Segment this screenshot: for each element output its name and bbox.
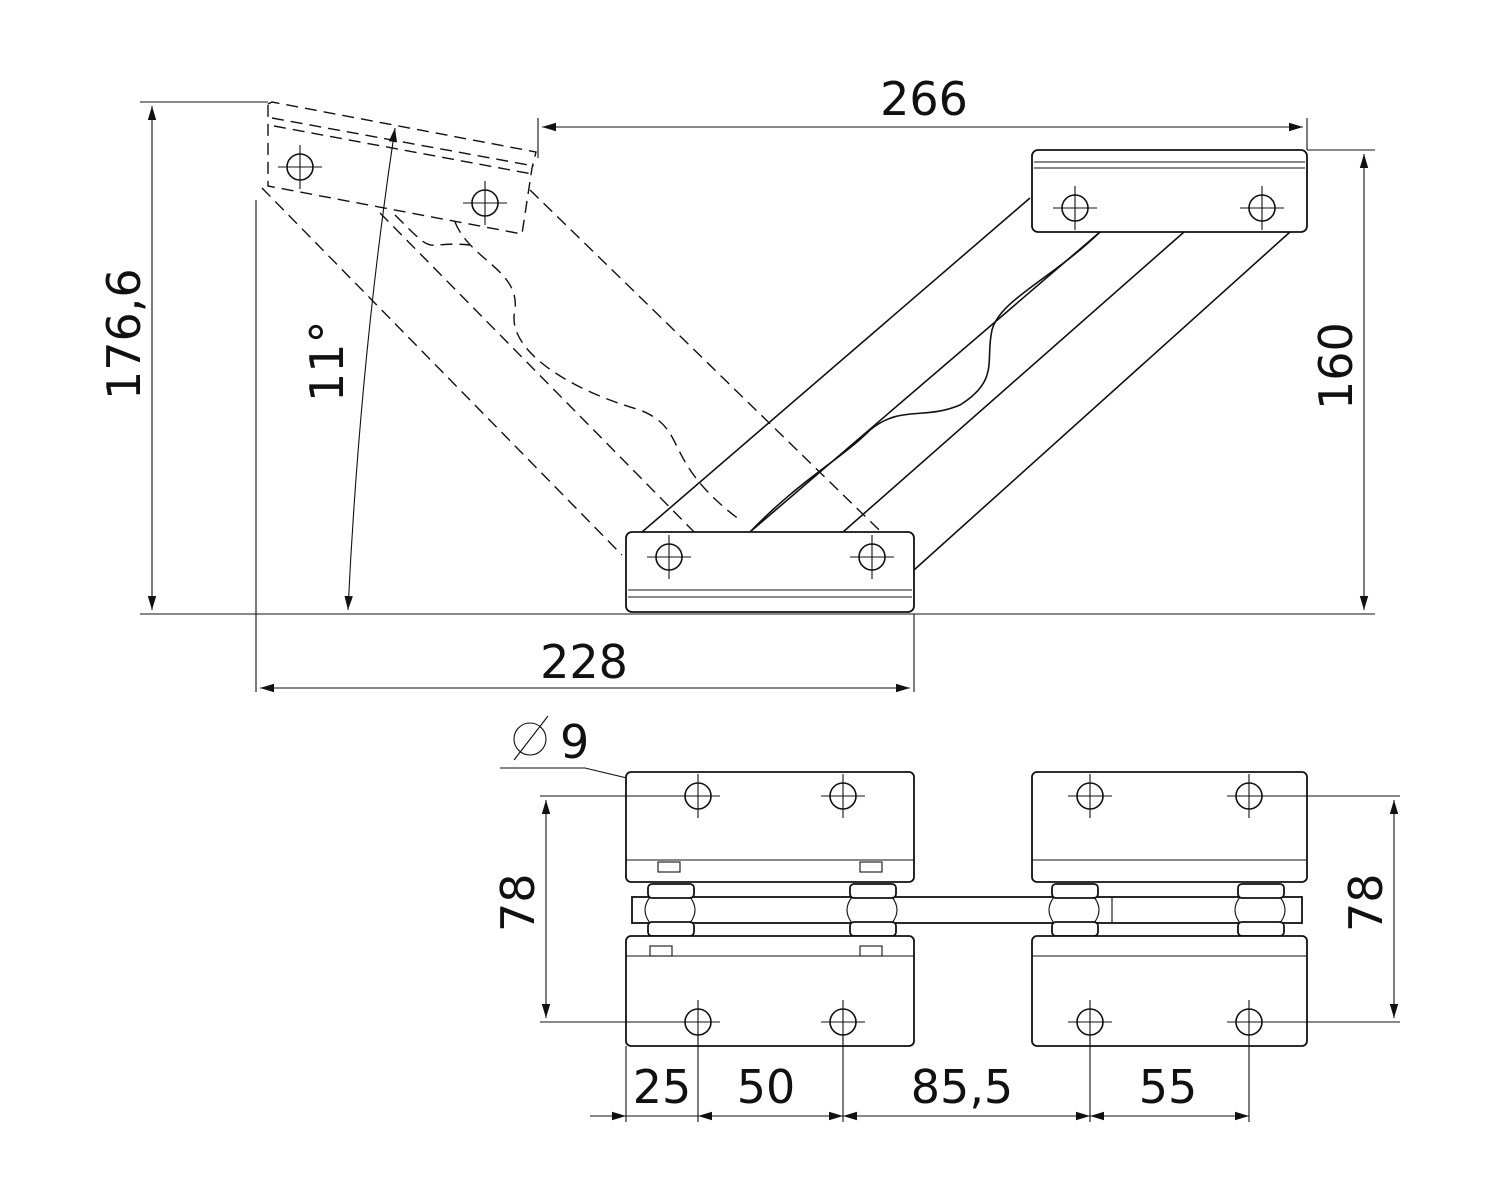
upper-plate-open-position [261, 101, 911, 561]
side-view: 176,6 11° 266 160 228 [97, 72, 1375, 693]
upper-plate-closed [1031, 149, 1308, 233]
dim-hole-chain: 25 50 85,5 55 [590, 1034, 1250, 1122]
dim-hole-diameter-label: 9 [560, 715, 589, 769]
dim-hole-spacing-right-label: 55 [1139, 1060, 1198, 1114]
dim-plate-width-right-label: 78 [1339, 873, 1393, 932]
dim-overall-height: 176,6 [97, 101, 268, 610]
dim-base-length-label: 228 [540, 635, 628, 689]
dim-hole-spacing-center-label: 85,5 [911, 1060, 1013, 1114]
dim-closed-height-label: 160 [1309, 322, 1363, 410]
dim-hole-spacing-left-label: 50 [737, 1060, 796, 1114]
center-linkage [631, 883, 1303, 937]
dim-plate-width-left: 78 [491, 795, 698, 1023]
right-lower-plate [1031, 935, 1308, 1047]
dim-closed-height: 160 [1307, 149, 1375, 610]
dim-top-length-label: 266 [880, 72, 968, 126]
left-upper-plate [625, 771, 915, 883]
dim-opening-angle: 11° [255, 127, 398, 692]
hinge-arms [641, 197, 1291, 571]
dim-opening-angle-label: 11° [300, 320, 354, 402]
dim-overall-height-label: 176,6 [97, 268, 151, 400]
dim-plate-width-left-label: 78 [491, 873, 545, 932]
top-view: 9 [491, 715, 1400, 1122]
dim-base-length: 228 [260, 614, 915, 693]
dim-top-length: 266 [537, 72, 1308, 158]
dim-offset-edge-hole-label: 25 [633, 1060, 692, 1114]
left-lower-plate [625, 935, 915, 1047]
base-plate [625, 531, 915, 613]
dim-hole-diameter: 9 [500, 715, 746, 809]
dim-plate-width-right: 78 [1249, 795, 1400, 1023]
right-upper-plate [1031, 771, 1308, 883]
